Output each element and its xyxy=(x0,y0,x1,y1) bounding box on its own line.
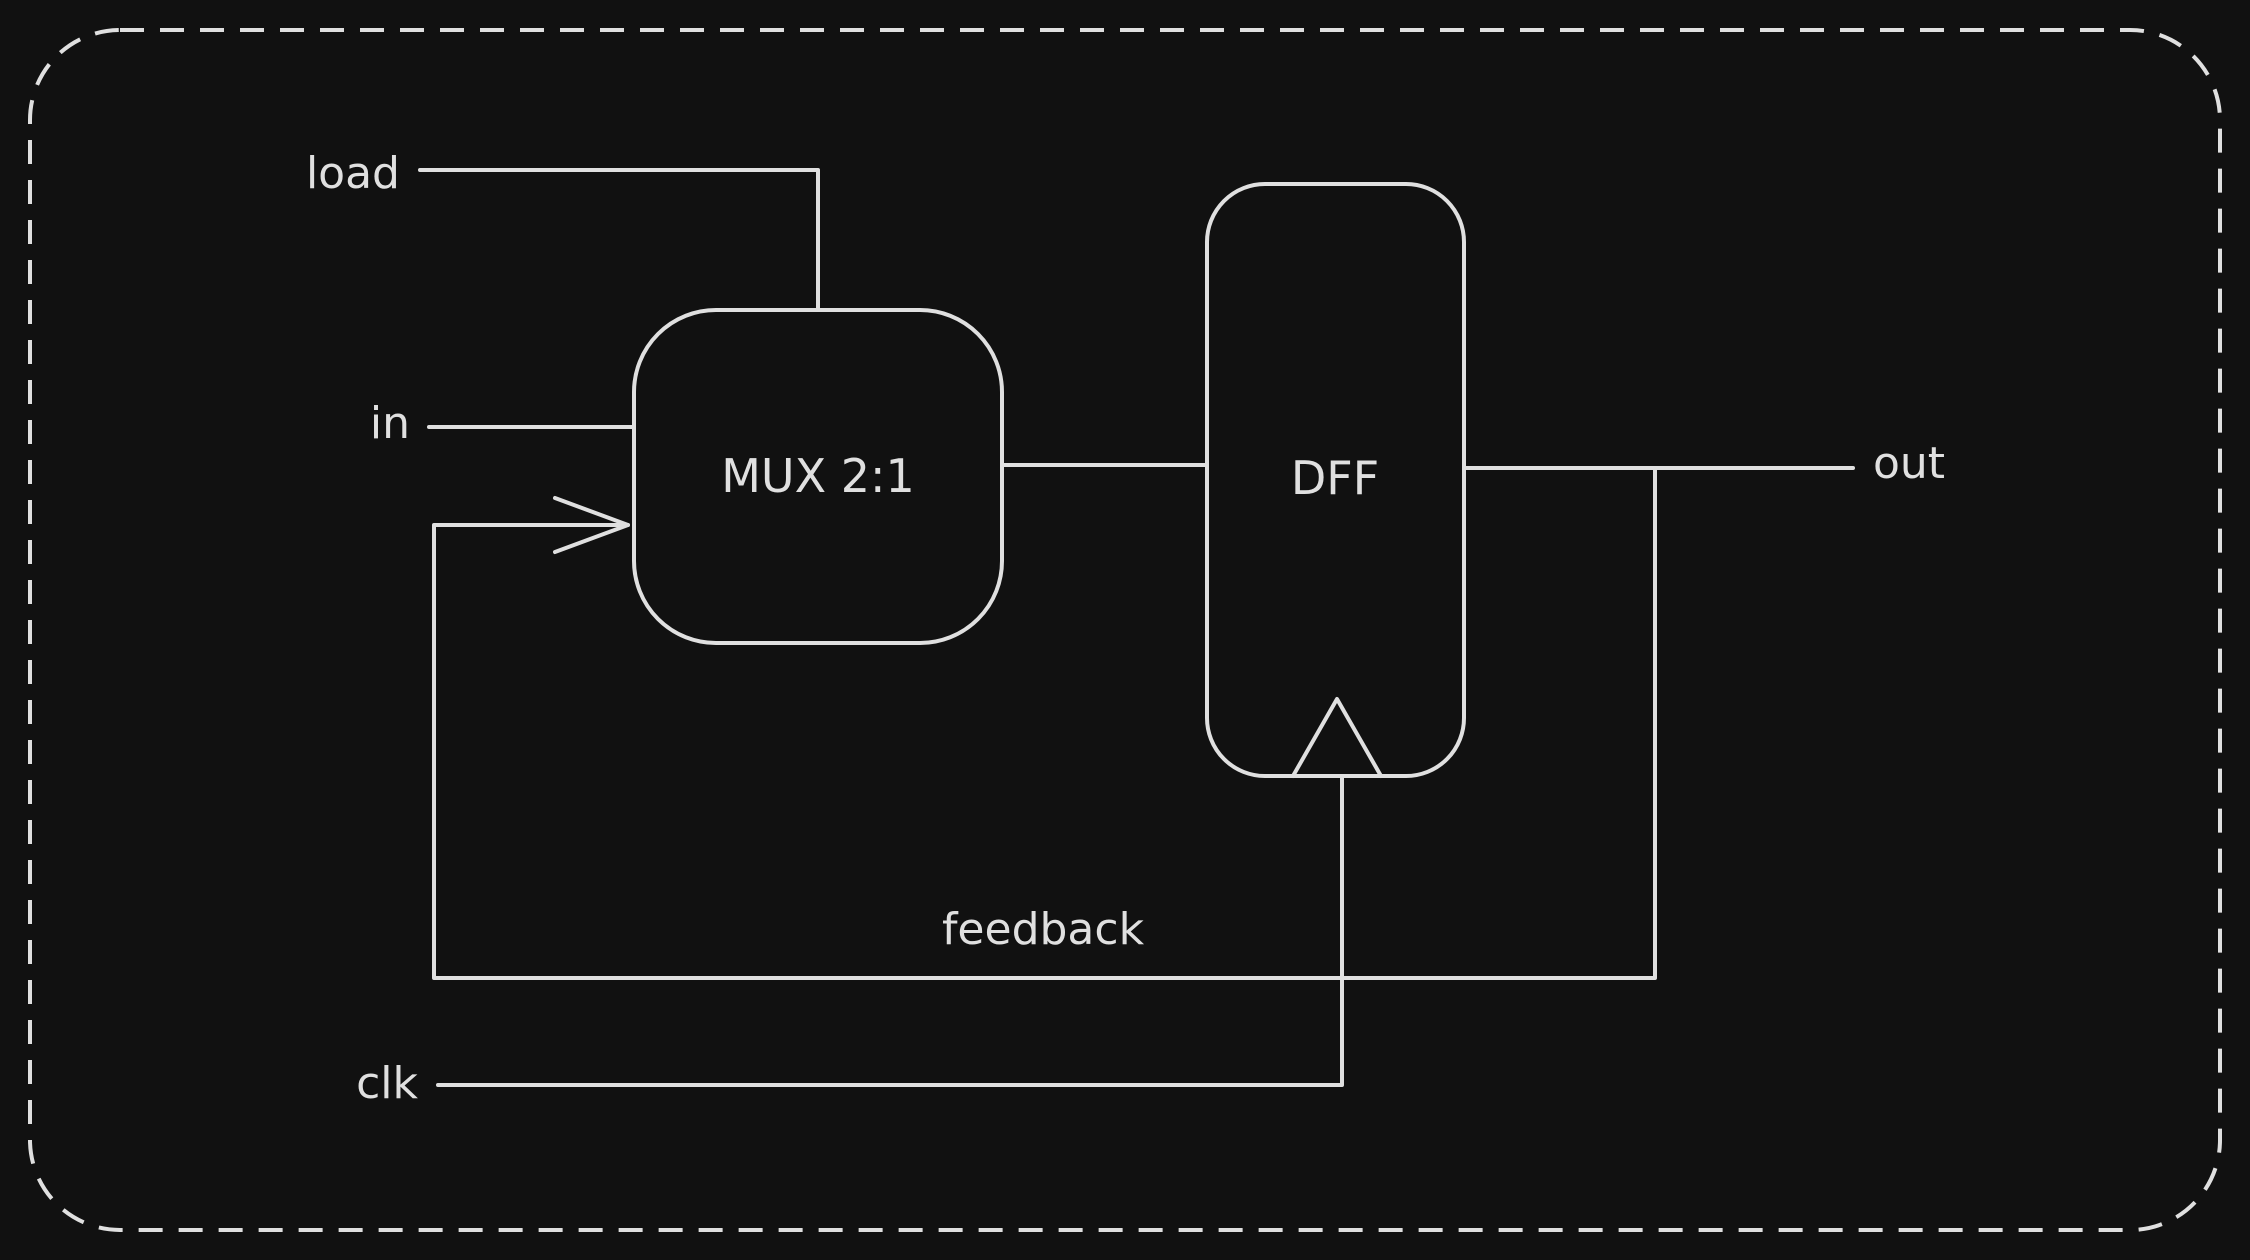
clock-edge-triangle-icon xyxy=(1291,697,1383,778)
feedback-path: feedback xyxy=(432,466,1657,980)
mux-block[interactable]: MUX 2:1 xyxy=(632,308,1004,645)
dff-block[interactable]: DFF xyxy=(1205,182,1466,778)
clk-signal: clk xyxy=(356,774,1344,1109)
dff-box xyxy=(1205,182,1466,778)
in-signal: in xyxy=(370,398,636,449)
mux-label: MUX 2:1 xyxy=(721,449,915,503)
out-label: out xyxy=(1873,438,1945,489)
dff-label: DFF xyxy=(1291,451,1379,505)
feedback-wire xyxy=(432,466,1657,980)
load-label: load xyxy=(306,148,400,199)
load-wire xyxy=(418,168,820,312)
out-signal: out xyxy=(1462,438,1945,489)
in-label: in xyxy=(370,398,410,449)
clk-wire xyxy=(436,774,1344,1087)
feedback-arrowhead-icon xyxy=(553,496,630,554)
feedback-label: feedback xyxy=(942,904,1145,955)
load-signal: load xyxy=(306,148,820,312)
dashed-frame xyxy=(28,28,2222,1232)
clk-label: clk xyxy=(356,1058,418,1109)
